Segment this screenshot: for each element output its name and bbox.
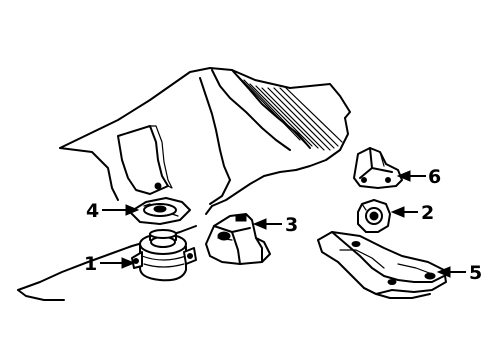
callout-label-2: 2 <box>421 202 434 224</box>
callout-5: 5 <box>436 262 482 284</box>
callout-6: 6 <box>396 166 441 188</box>
callout-4: 4 <box>86 200 140 222</box>
callout-label-5: 5 <box>469 262 482 284</box>
part-2-bushing <box>357 199 391 233</box>
part-6-bracket <box>353 147 403 189</box>
housing-bracket <box>117 125 173 195</box>
part-4-mount-plate <box>129 197 191 225</box>
callout-3: 3 <box>252 214 298 236</box>
part-5-crossmember <box>317 231 447 299</box>
callout-label-3: 3 <box>285 214 298 236</box>
callout-label-6: 6 <box>428 166 441 188</box>
callout-2: 2 <box>390 202 434 224</box>
callout-label-1: 1 <box>84 253 97 275</box>
part-1-engine-mount <box>131 229 197 282</box>
callout-1: 1 <box>84 253 136 275</box>
callout-label-4: 4 <box>86 200 99 222</box>
part-3-mount-bracket <box>205 213 271 265</box>
